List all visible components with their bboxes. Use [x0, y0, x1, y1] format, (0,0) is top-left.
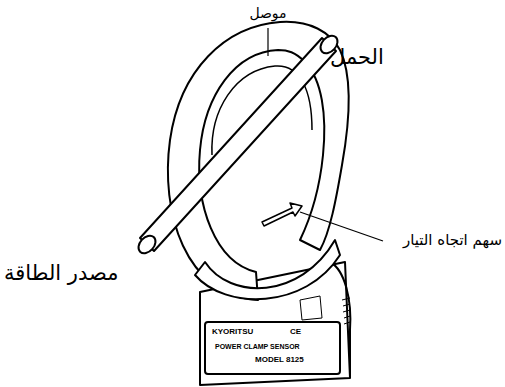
part-label: مصدر الطاقة	[4, 262, 118, 285]
conductor-rod	[140, 38, 336, 251]
part-label: الحمل	[330, 46, 384, 69]
mark-text: CE	[290, 328, 301, 337]
part-label: سهم اتجاه التيار	[403, 232, 502, 249]
label-sticker	[300, 296, 322, 320]
device-text: POWER CLAMP SENSOR	[215, 343, 300, 351]
leader-line	[267, 28, 268, 56]
brand-text: KYORITSU	[212, 328, 253, 337]
part-label: موصل	[249, 6, 286, 21]
name-plate	[205, 322, 340, 374]
model-text: MODEL 8125	[255, 356, 304, 365]
jaw-collar	[195, 240, 340, 299]
current-arrow-mark	[262, 203, 302, 226]
leader-line	[300, 212, 383, 241]
